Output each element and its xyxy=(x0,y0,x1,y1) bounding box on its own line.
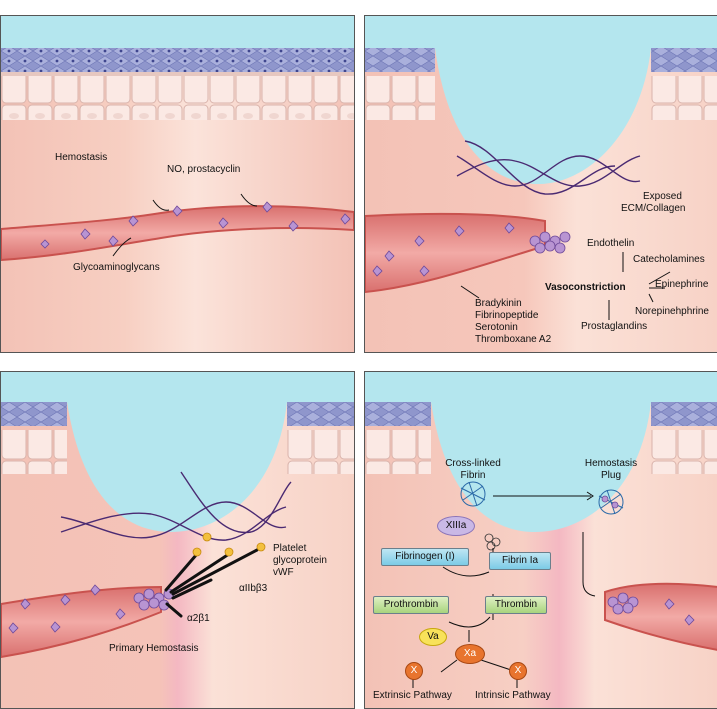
fibrinogen-box: Fibrinogen (I) xyxy=(381,548,469,566)
glycoprotein-label: glycoprotein xyxy=(273,555,327,566)
norepinephrine-label: Norepinehphrine xyxy=(635,306,709,317)
thrombin-box: Thrombin xyxy=(485,596,547,614)
fibrinopeptide-label: Fibrinopeptide xyxy=(475,310,539,321)
fibrin-label: Fibrin xyxy=(460,470,486,481)
fibrin-ia-box: Fibrin Ia xyxy=(489,552,551,570)
platelet-cluster xyxy=(607,592,639,615)
hemostasis-plug-label: Hemostasis xyxy=(584,458,638,469)
vessel-platelets xyxy=(8,584,126,634)
thromboxane-label: Thromboxane A2 xyxy=(475,334,552,345)
platelet-cluster xyxy=(529,231,571,254)
endothelin-label: Endothelin xyxy=(587,238,635,249)
va-oval: Va xyxy=(419,628,447,646)
panel-label: C xyxy=(3,372,14,374)
panel-d: D Cross-linked Fibrin Hemostasis Plug XI… xyxy=(364,371,717,709)
primary-hemostasis-label: Primary Hemostasis xyxy=(109,643,199,654)
platelet-label: Platelet xyxy=(273,543,307,554)
hemostasis-label: Hemostasis xyxy=(55,152,108,163)
aiib3-label: αIIbβ3 xyxy=(239,583,268,594)
bradykinin-label: Bradykinin xyxy=(475,298,522,309)
epinephrine-label: Epinephrine xyxy=(655,279,709,290)
plug-label: Plug xyxy=(600,470,621,481)
panel-c-illustration xyxy=(1,372,354,708)
panel-label: A xyxy=(3,16,14,18)
vessel-platelets xyxy=(372,222,515,277)
panel-a-illustration xyxy=(1,16,354,352)
a2b1-label: α2β1 xyxy=(187,613,210,624)
vwf-label: vWF xyxy=(273,567,294,578)
extrinsic-pathway-label: Extrinsic Pathway xyxy=(373,690,452,701)
prothrombin-box: Prothrombin xyxy=(373,596,449,614)
catecholamines-label: Catecholamines xyxy=(633,254,705,265)
panel-label: B xyxy=(367,16,378,18)
prostaglandins-label: Prostaglandins xyxy=(581,321,648,332)
vessel-platelets xyxy=(40,201,351,249)
panel-b-illustration xyxy=(365,16,717,352)
x-left-oval: X xyxy=(405,662,423,680)
exposed-label: Exposed xyxy=(643,191,682,202)
panel-label: D xyxy=(367,372,378,374)
xa-oval: Xa xyxy=(455,644,485,664)
ecm-collagen-label: ECM/Collagen xyxy=(621,203,686,214)
crosslinked-label: Cross-linked xyxy=(445,458,501,469)
no-prostacyclin-label: NO, prostacyclin xyxy=(167,164,241,175)
xiiia-oval: XIIIa xyxy=(437,516,475,536)
panel-c: C Platelet glycoprotein vWF αIIbβ3 α2β1 … xyxy=(0,371,355,709)
panel-d-illustration xyxy=(365,372,717,708)
platelet-cluster xyxy=(133,588,175,611)
intrinsic-pathway-label: Intrinsic Pathway xyxy=(475,690,551,701)
serotonin-label: Serotonin xyxy=(475,322,518,333)
panel-a: A Hemostasis NO, prostacyclin Glycoamino… xyxy=(0,15,355,353)
glycoaminoglycans-label: Glycoaminoglycans xyxy=(73,262,160,273)
panel-b: B Exposed ECM/Collagen Endothelin Catech… xyxy=(364,15,717,353)
vasoconstriction-label: Vasoconstriction xyxy=(545,282,626,293)
x-right-oval: X xyxy=(509,662,527,680)
vessel-platelets xyxy=(664,598,695,626)
